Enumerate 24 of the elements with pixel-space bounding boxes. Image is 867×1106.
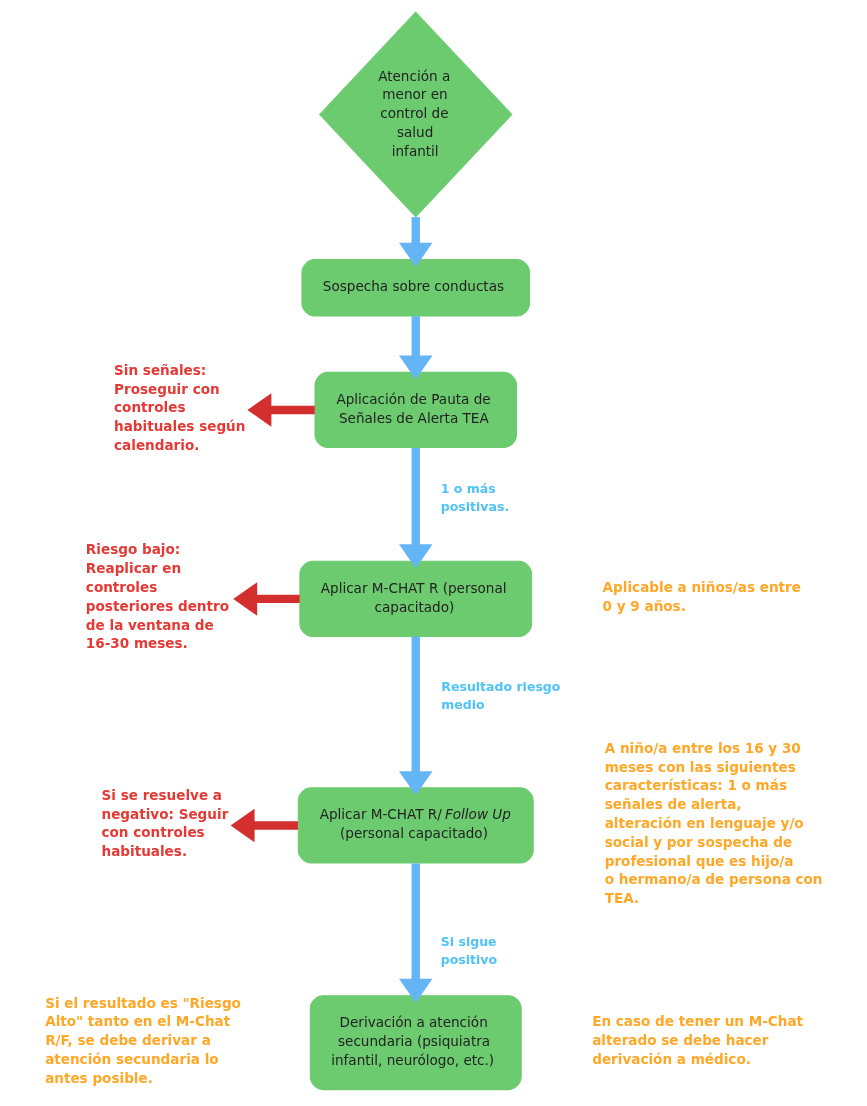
node-box: Aplicar M-CHAT R (personal capacitado): [299, 560, 533, 638]
edge-label: Si sigue positivo: [440, 934, 498, 967]
label: Aplicable a niños/as entre 0 y 9 años.: [602, 579, 801, 614]
label: A niño/a entre los 16 y 30 meses con las siguientes características: 1 o más señales de alerta, alteración en lenguaje y/o social y por sospecha de profesional que es hijo/a o hermano/a de persona con TEA.: [604, 739, 823, 907]
node-box: Derivación a atención secundaria (psiquiatra infantil, neurólogo, etc.): [309, 995, 522, 1091]
node-box: Sospecha sobre conductas: [301, 259, 531, 317]
arrow: [247, 393, 315, 427]
node-box: Aplicación de Pauta de Señales de Alerta TEA: [314, 371, 517, 449]
arrow: [398, 217, 433, 267]
arrow: [398, 863, 433, 1003]
node-text: Riesgo bajo: Reaplicar en controles posteriores dentro de la ventana de 16-30 meses.: [85, 541, 230, 652]
label: En caso de tener un M-Chat alterado se debe hacer derivación a médico.: [592, 1013, 804, 1067]
arrow: [230, 808, 298, 843]
edge-label: Resultado riesgo medio: [441, 679, 561, 713]
arrow: [233, 582, 300, 616]
node-text: Sin señales: Proseguir con controles habituales según calendario.: [114, 361, 246, 454]
node-box: Aplicar M-CHAT R/Follow Up (personal capacitado): [297, 787, 534, 864]
arrow: [398, 447, 433, 569]
label: Si el resultado es "Riesgo Alto" tanto en el M-Chat R/F, se debe derivar a atención secundaria lo antes posible.: [45, 994, 241, 1086]
node-diamond: Atención a menor en control de salud infantil: [319, 11, 513, 218]
node-text: Si se resuelve a negativo: Seguir con controles habituales.: [101, 786, 229, 860]
edge-label: 1 o más positivas.: [440, 481, 510, 514]
arrow: [398, 316, 433, 380]
arrow: [398, 636, 433, 796]
